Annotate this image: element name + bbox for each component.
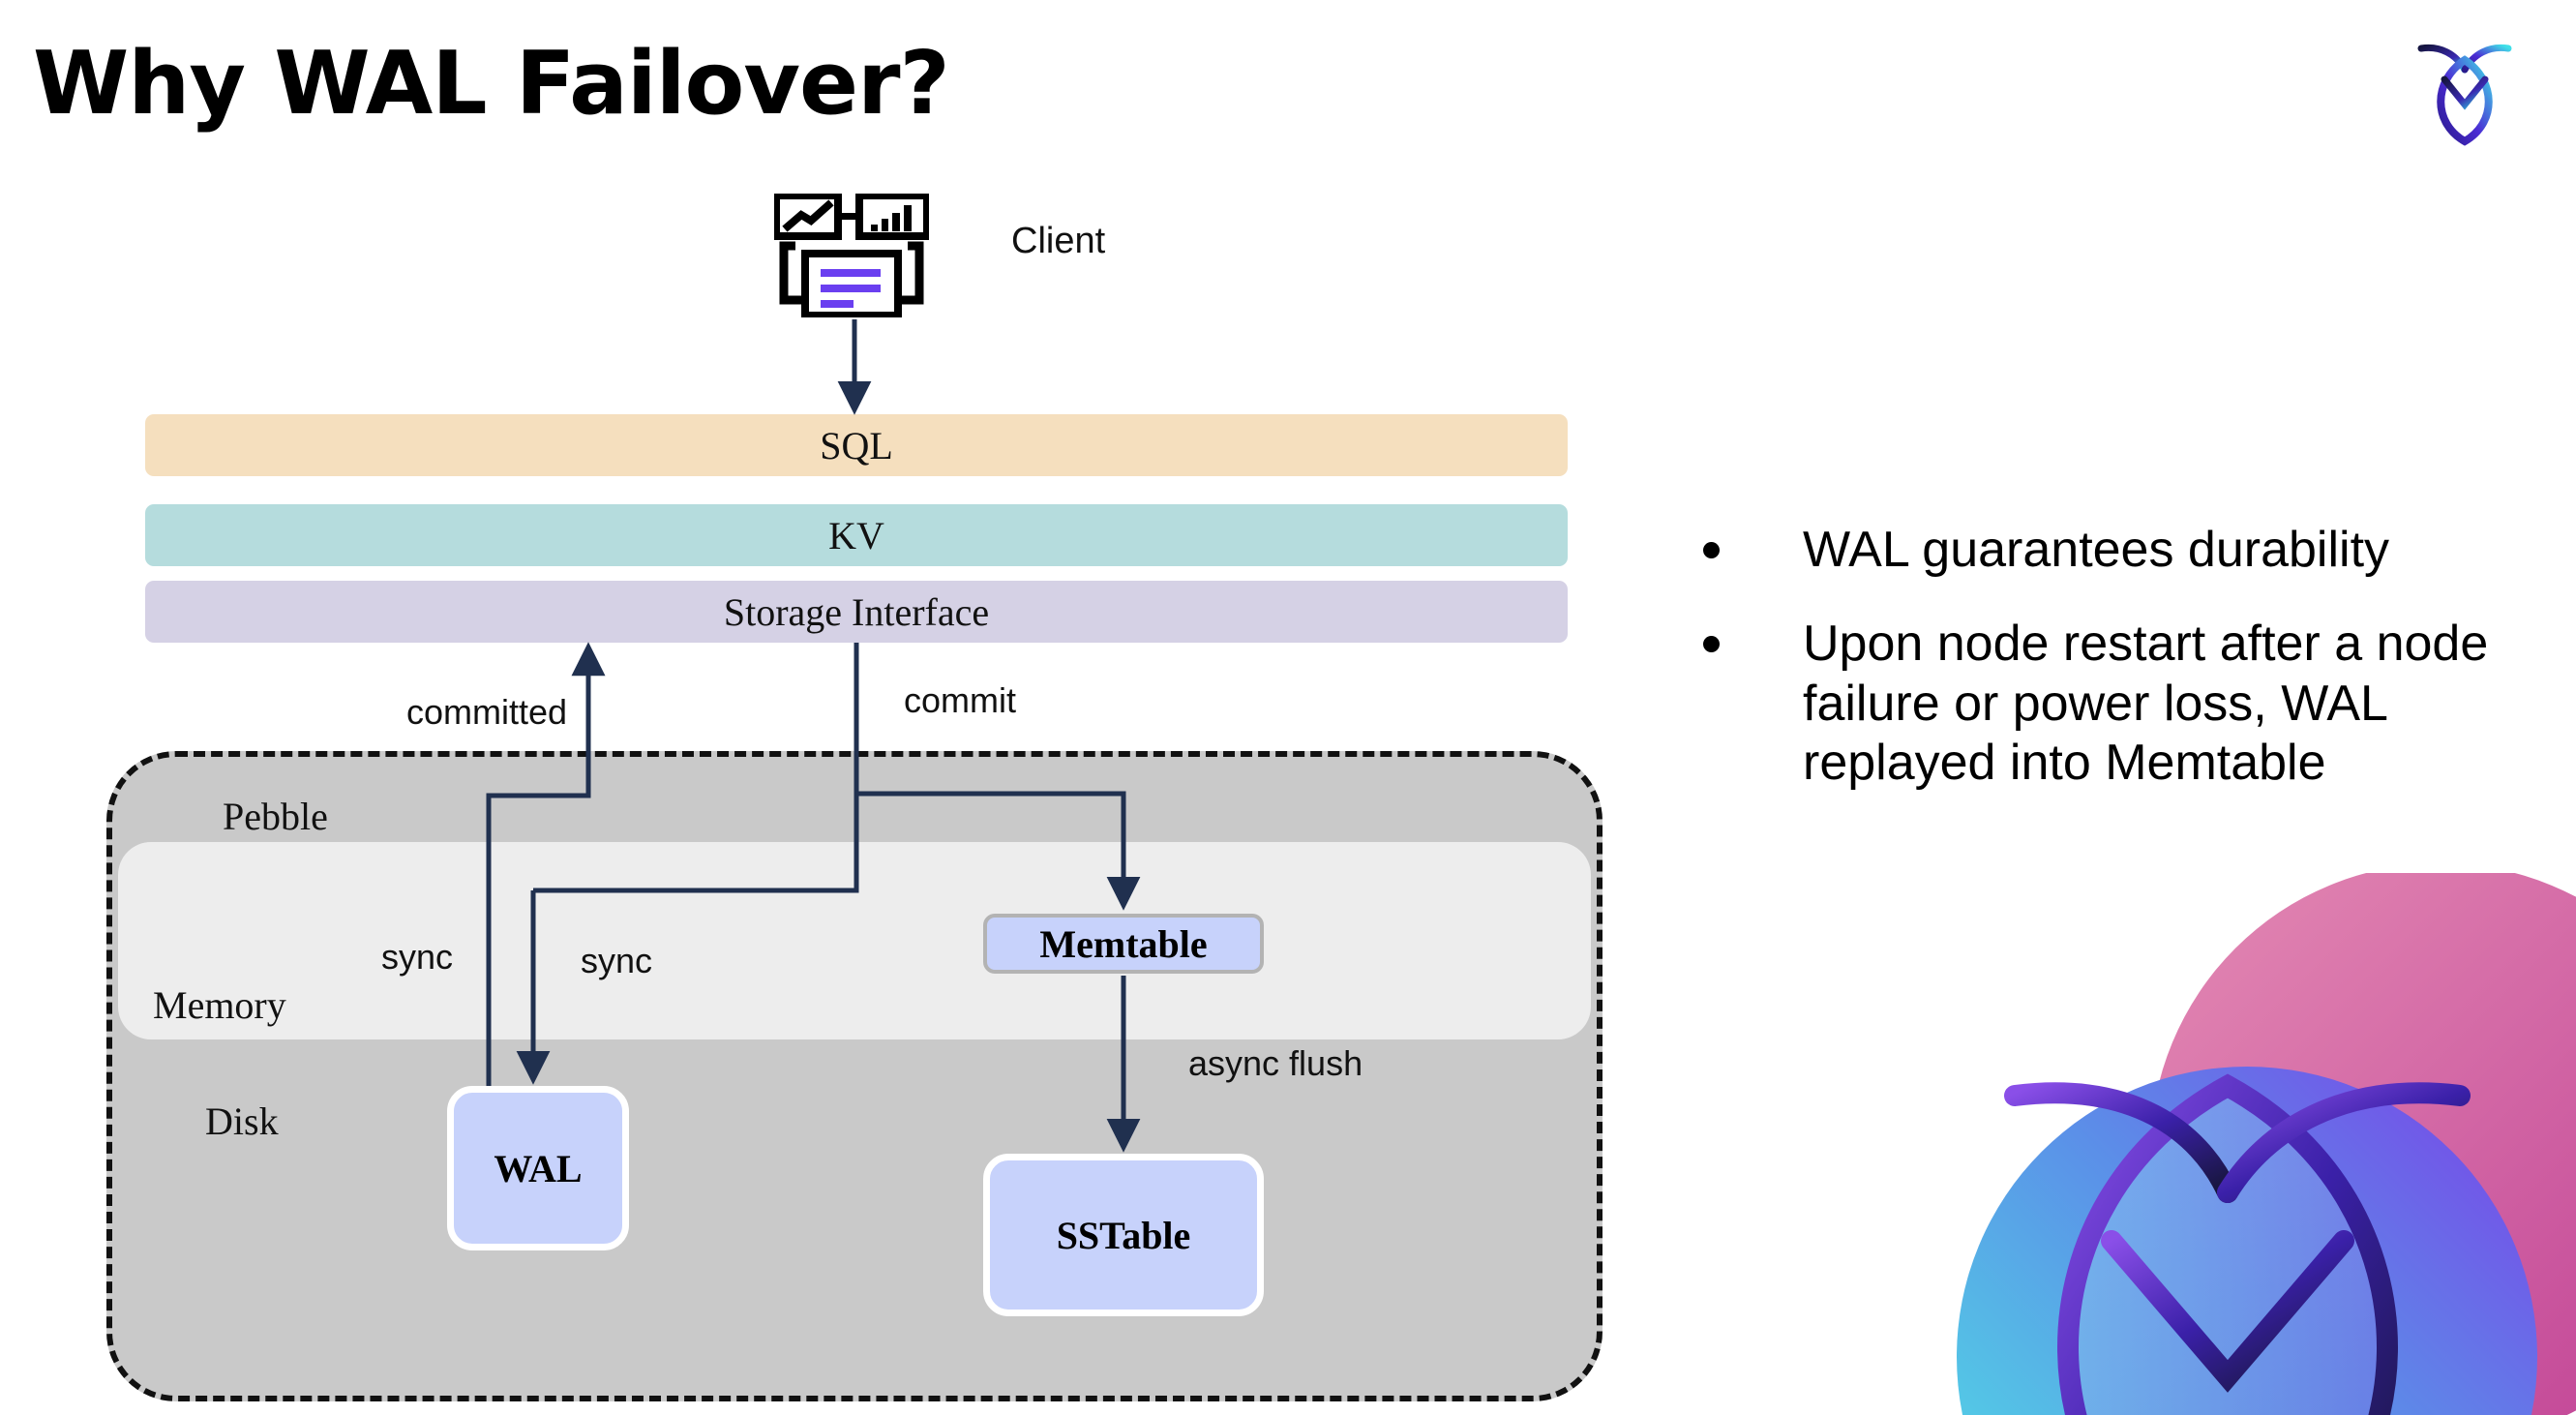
page-title: Why WAL Failover? — [33, 33, 950, 135]
bullet-dot-icon — [1703, 636, 1720, 653]
layer-bar-kv[interactable]: KV — [145, 504, 1568, 566]
cockroachdb-leaf-logo-icon — [2411, 31, 2518, 147]
bullet-text: WAL guarantees durability — [1803, 522, 2390, 578]
memory-label: Memory — [153, 983, 286, 1027]
client-label: Client — [1011, 221, 1106, 261]
node-wal-label: WAL — [494, 1146, 583, 1190]
node-wal[interactable]: WAL — [447, 1086, 629, 1250]
edge-label-commit: commit — [904, 680, 1016, 720]
pebble-label: Pebble — [223, 795, 328, 838]
bullet-list: WAL guarantees durability Upon node rest… — [1703, 521, 2535, 828]
edge-label-sync-1: sync — [381, 937, 454, 977]
node-sstable-label: SSTable — [1056, 1213, 1191, 1257]
list-item: WAL guarantees durability — [1703, 521, 2535, 580]
decorative-overlapping-circles-art — [1841, 863, 2576, 1415]
list-item: Upon node restart after a node failure o… — [1703, 615, 2535, 793]
layer-bar-sql-label: SQL — [820, 423, 893, 467]
edge-label-committed: committed — [406, 692, 568, 732]
node-memtable[interactable]: Memtable — [983, 914, 1264, 974]
node-memtable-label: Memtable — [1039, 921, 1208, 966]
bullet-dot-icon — [1703, 542, 1720, 558]
layer-bar-storage-interface-label: Storage Interface — [723, 589, 990, 634]
node-sstable[interactable]: SSTable — [983, 1154, 1264, 1316]
disk-label: Disk — [205, 1099, 279, 1143]
client-dashboard-icon — [772, 192, 931, 319]
bullet-text: Upon node restart after a node failure o… — [1803, 616, 2489, 792]
edge-label-sync-2: sync — [581, 941, 653, 980]
layer-bar-sql[interactable]: SQL — [145, 414, 1568, 476]
layer-bar-storage-interface[interactable]: Storage Interface — [145, 581, 1568, 643]
memory-region — [118, 842, 1591, 1039]
edge-label-async-flush: async flush — [1188, 1043, 1363, 1083]
layer-bar-kv-label: KV — [828, 513, 884, 557]
